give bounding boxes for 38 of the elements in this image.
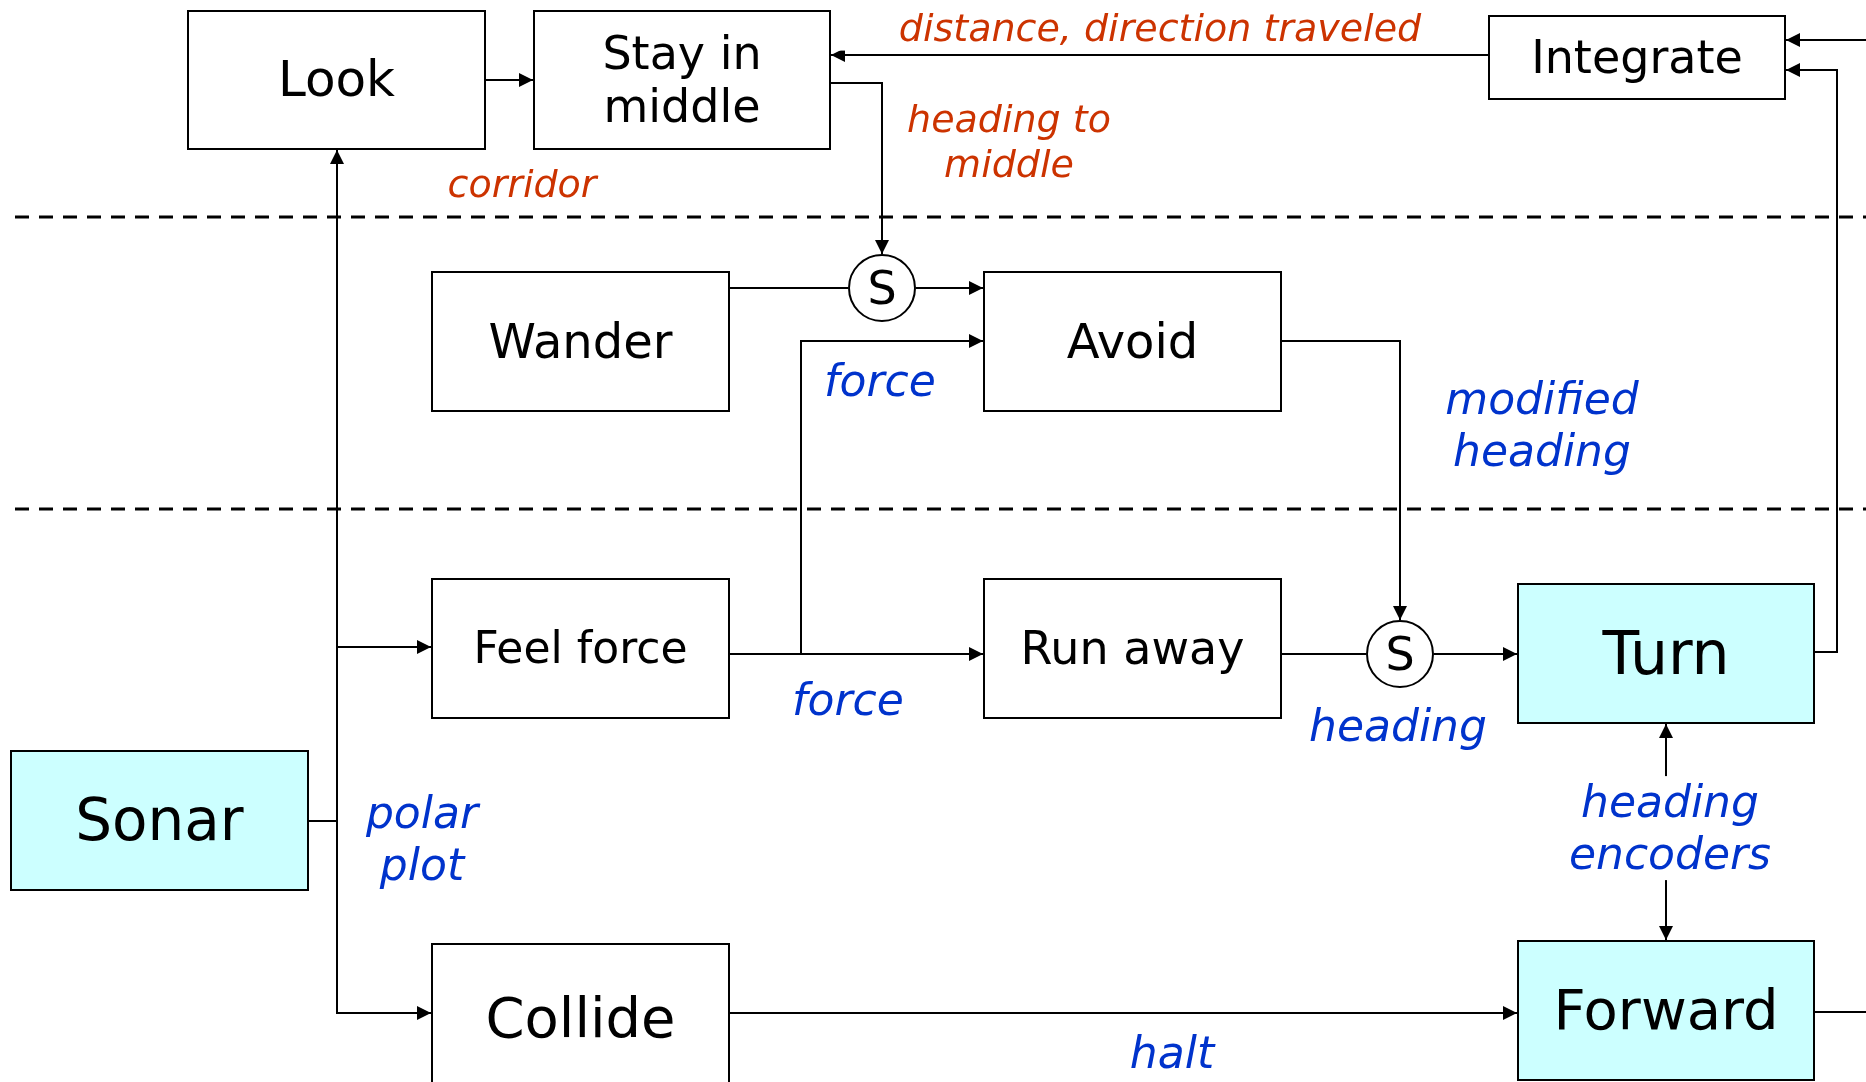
arrow	[1433, 647, 1518, 661]
node-label: Turn	[1602, 619, 1730, 688]
connector-line	[1281, 653, 1367, 655]
arrow	[729, 647, 984, 661]
arrow	[1785, 33, 1866, 47]
process-box	[431, 271, 730, 412]
arrow	[485, 73, 534, 87]
process-box	[431, 943, 730, 1082]
node-label: Wander	[488, 313, 673, 370]
arrow	[729, 1006, 1518, 1020]
node-label: Look	[277, 51, 396, 109]
arrow	[830, 48, 1489, 62]
process-box	[983, 271, 1282, 412]
process-box	[431, 578, 730, 719]
process-box	[533, 10, 831, 150]
node-label: S	[867, 261, 897, 315]
process-box	[983, 578, 1282, 719]
node-label: Forward	[1553, 978, 1779, 1043]
process-box	[1517, 583, 1815, 724]
connector-line	[1814, 1011, 1866, 1013]
arrow	[915, 281, 984, 295]
arrow	[308, 820, 432, 1020]
arrow	[1785, 63, 1838, 653]
process-box	[187, 10, 486, 150]
arrow	[1281, 340, 1407, 621]
process-box	[1488, 15, 1786, 100]
node-label: Feel force	[473, 623, 688, 674]
process-box	[1517, 940, 1815, 1081]
process-box	[10, 750, 309, 891]
arrow	[830, 82, 889, 255]
node-label: Collide	[485, 985, 676, 1051]
node-label: Avoid	[1066, 313, 1199, 370]
node-label: Run away	[1020, 622, 1245, 675]
node-label: Stay in middle	[601, 27, 763, 133]
node-label: S	[1385, 627, 1415, 681]
node-label: Sonar	[75, 787, 244, 854]
connector-line	[729, 287, 849, 289]
node-label: Integrate	[1531, 31, 1743, 84]
